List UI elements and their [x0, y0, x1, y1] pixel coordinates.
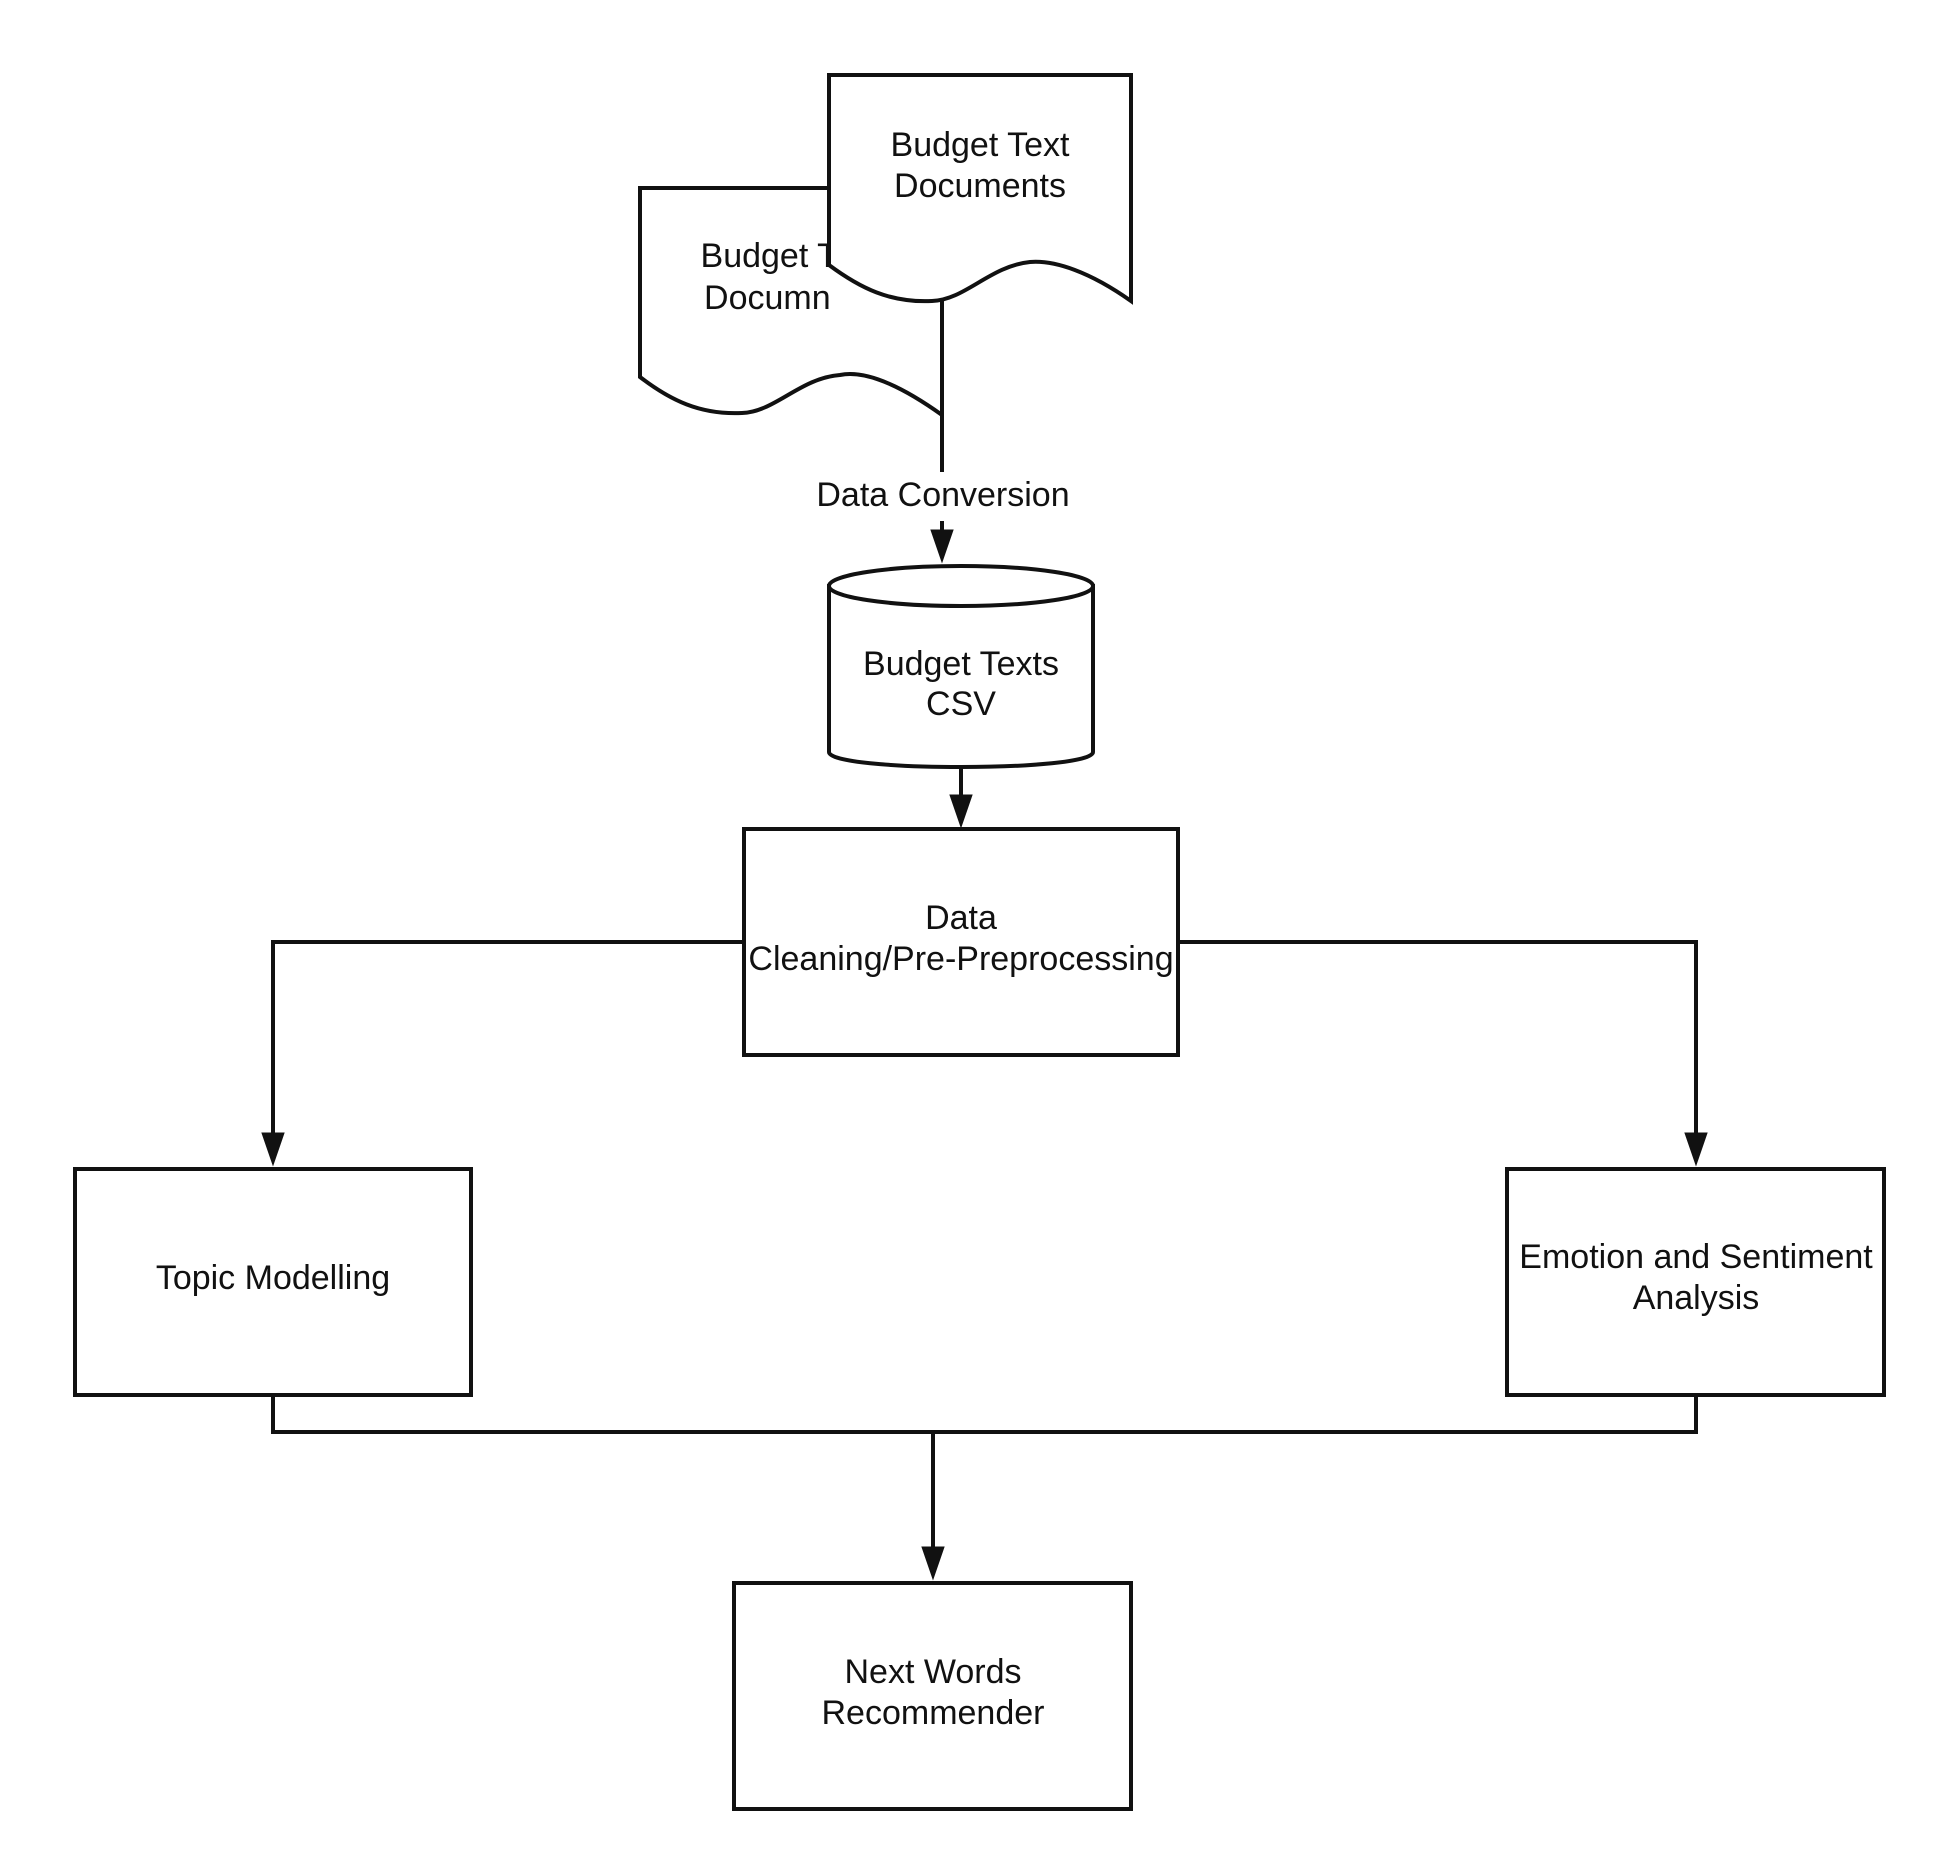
next-words-recommender-node: Next Words Recommender: [732, 1581, 1133, 1811]
edge-cleaning-to-emotion: [1178, 940, 1708, 1167]
emotion-sentiment-node: Emotion and Sentiment Analysis: [1505, 1167, 1886, 1397]
edge-documents-to-csv: Data Conversion: [816, 300, 1070, 564]
edge-line-merge: [271, 1395, 1698, 1434]
arrowhead-to-csv: [930, 529, 954, 564]
csv-label-line2: CSV: [926, 685, 996, 723]
budget-texts-csv-node: Budget Texts CSV: [827, 564, 1095, 769]
recommender-label-line2: Recommender: [822, 1694, 1045, 1732]
cleaning-label-line2: Cleaning/Pre-Preprocessing: [748, 940, 1173, 978]
doc-front-label-line2: Documents: [894, 167, 1066, 205]
csv-label-line1: Budget Texts: [863, 645, 1059, 683]
recommender-box: [732, 1581, 1133, 1811]
arrowhead-to-recommender: [921, 1546, 945, 1581]
emotion-box: [1505, 1167, 1886, 1397]
data-conversion-label: Data Conversion: [816, 476, 1069, 514]
edge-cleaning-to-topic: [261, 940, 744, 1167]
topic-modelling-node: Topic Modelling: [73, 1167, 473, 1397]
doc-back-label-line1: Budget Text: [701, 237, 881, 275]
recommender-label-line1: Next Words: [845, 1653, 1022, 1691]
data-cleaning-node: Data Cleaning/Pre-Preprocessing: [742, 827, 1180, 1057]
arrowhead-to-topic: [261, 1132, 285, 1167]
emotion-label-line1: Emotion and Sentiment: [1519, 1238, 1873, 1276]
emotion-label-line2: Analysis: [1633, 1279, 1760, 1317]
edge-line-cleaning-topic: [271, 940, 744, 1133]
arrowhead-to-cleaning: [949, 794, 973, 829]
cylinder-top: [827, 564, 1095, 608]
cleaning-label-line1: Data: [925, 899, 997, 937]
document-shape-front: [827, 73, 1133, 305]
topic-label: Topic Modelling: [156, 1259, 390, 1297]
doc-back-label-line2: Documnets: [704, 279, 876, 317]
edge-merge-to-recommender: [271, 1395, 1698, 1581]
cylinder-body: [827, 584, 1095, 769]
doc-front-label-line1: Budget Text: [891, 126, 1071, 164]
edge-line-cleaning-emotion: [1178, 940, 1698, 1133]
budget-text-documents-front-node: Budget Text Documents: [827, 73, 1133, 305]
cleaning-box: [742, 827, 1180, 1057]
arrowhead-to-emotion: [1684, 1132, 1708, 1167]
edge-csv-to-cleaning: [949, 769, 973, 829]
